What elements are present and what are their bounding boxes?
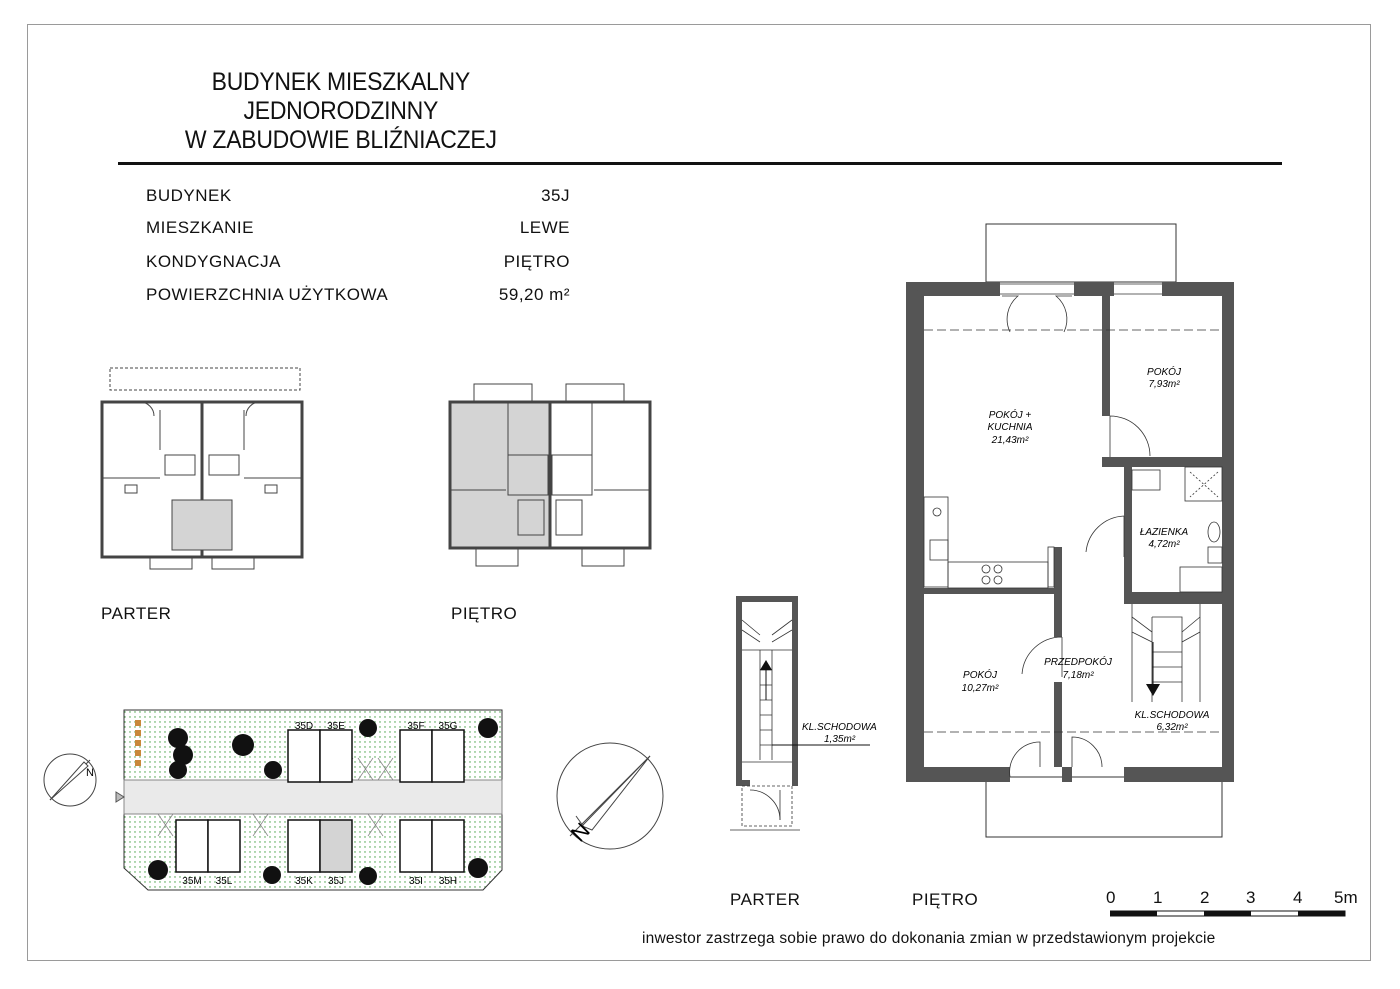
- stair-parter-area: 1,35m²: [824, 734, 856, 745]
- north-arrow-small: [43, 753, 97, 807]
- room-pokoj-kuchnia-name: POKÓJ +: [989, 408, 1032, 421]
- info-label-powierzchnia: POWIERZCHNIA UŻYTKOWA: [146, 285, 389, 304]
- main-parter-label: PARTER: [730, 890, 801, 909]
- label-35H: 35H: [439, 876, 457, 887]
- title-line-1: BUDYNEK MIESZKALNY JEDNORODZINNY: [211, 68, 471, 125]
- page-title: BUDYNEK MIESZKALNY JEDNORODZINNY W ZABUD…: [120, 68, 562, 155]
- scale-tick-2: 2: [1200, 888, 1210, 907]
- building-35M: [175, 819, 209, 873]
- tree-icon: [173, 745, 193, 765]
- room-pokoj-kuchnia-area: 21,43m²: [991, 435, 1029, 446]
- site-plan: 35D 35E 35F 35G 35M 35L 35K 35J 35I 35H …: [43, 709, 503, 891]
- building-35J: [319, 819, 353, 873]
- label-35J: 35J: [328, 876, 344, 887]
- main-floor-plan: POKÓJ + KUCHNIA 21,43m² POKÓJ 7,93m² ŁAZ…: [906, 223, 1234, 838]
- label-35I: 35I: [409, 876, 423, 887]
- label-35L: 35L: [216, 876, 233, 887]
- info-value-kondygnacja: PIĘTRO: [503, 252, 570, 271]
- room-klatka-name: KL.SCHODOWA: [1135, 710, 1210, 721]
- room-pokoj-large-area: 10,27m²: [962, 683, 999, 694]
- balcony-top: [985, 223, 1177, 283]
- label-35G: 35G: [439, 721, 458, 732]
- key-plan-pietro: [448, 383, 652, 567]
- building-35K: [287, 819, 321, 873]
- sheet-border: [27, 24, 1371, 961]
- building-35E: [319, 729, 353, 783]
- info-value-budynek: 35J: [541, 186, 570, 205]
- info-label-budynek: BUDYNEK: [146, 186, 232, 205]
- room-pokoj-large-name: POKÓJ: [963, 668, 998, 681]
- info-value-powierzchnia: 59,20 m²: [498, 285, 570, 304]
- tree-icon: [232, 734, 254, 756]
- key-plan-parter: [100, 367, 304, 570]
- stair-parter-plan: KL.SCHODOWA 1,35m²: [730, 596, 877, 831]
- scale-bar: [1110, 910, 1346, 917]
- tree-icon: [478, 718, 498, 738]
- tree-icon: [263, 866, 281, 884]
- label-35F: 35F: [407, 721, 424, 732]
- key-plan-pietro-label: PIĘTRO: [451, 604, 518, 623]
- tree-icon: [148, 860, 168, 880]
- room-przedpokoj-area: 7,18m²: [1062, 670, 1094, 681]
- title-line-2: W ZABUDOWIE BLIŹNIACZEJ: [184, 126, 497, 154]
- label-35M: 35M: [182, 876, 201, 887]
- building-35D: [287, 729, 321, 783]
- room-pokoj-kuchnia-name2: KUCHNIA: [987, 422, 1032, 433]
- disclaimer-text: inwestor zastrzega sobie prawo do dokona…: [642, 930, 1216, 947]
- label-35K: 35K: [295, 876, 313, 887]
- info-label-kondygnacja: KONDYGNACJA: [146, 252, 281, 271]
- scale-tick-4: 4: [1293, 888, 1303, 907]
- tree-icon: [168, 728, 188, 748]
- building-35I: [399, 819, 433, 873]
- title-divider: [118, 162, 1282, 165]
- room-przedpokoj-name: PRZEDPOKÓJ: [1044, 655, 1113, 668]
- scale-tick-5m: 5m: [1334, 888, 1358, 907]
- north-label-small: N: [86, 767, 94, 779]
- label-35E: 35E: [327, 721, 345, 732]
- main-pietro-label: PIĘTRO: [912, 890, 979, 909]
- scale-tick-0: 0: [1106, 888, 1116, 907]
- balcony-bottom: [985, 776, 1223, 838]
- room-pokoj-small-area: 7,93m²: [1148, 379, 1180, 390]
- building-35L: [207, 819, 241, 873]
- building-35G: [431, 729, 465, 783]
- key-plan-parter-label: PARTER: [101, 604, 172, 623]
- building-35H: [431, 819, 465, 873]
- scale-tick-1: 1: [1153, 888, 1163, 907]
- room-lazienka-area: 4,72m²: [1148, 539, 1180, 550]
- room-pokoj-small-name: POKÓJ: [1147, 365, 1182, 378]
- room-klatka-area: 6,32m²: [1156, 722, 1188, 733]
- tree-icon: [169, 761, 187, 779]
- building-35F: [399, 729, 433, 783]
- tree-icon: [264, 761, 282, 779]
- info-value-mieszkanie: LEWE: [519, 218, 570, 237]
- stair-parter-name: KL.SCHODOWA: [802, 722, 877, 733]
- info-label-mieszkanie: MIESZKANIE: [146, 218, 254, 237]
- tree-icon: [468, 858, 488, 878]
- north-arrow-large: N: [556, 742, 664, 850]
- tree-icon: [359, 719, 377, 737]
- scale-tick-3: 3: [1246, 888, 1256, 907]
- room-lazienka-name: ŁAZIENKA: [1140, 527, 1189, 538]
- tree-icon: [359, 867, 377, 885]
- label-35D: 35D: [295, 721, 313, 732]
